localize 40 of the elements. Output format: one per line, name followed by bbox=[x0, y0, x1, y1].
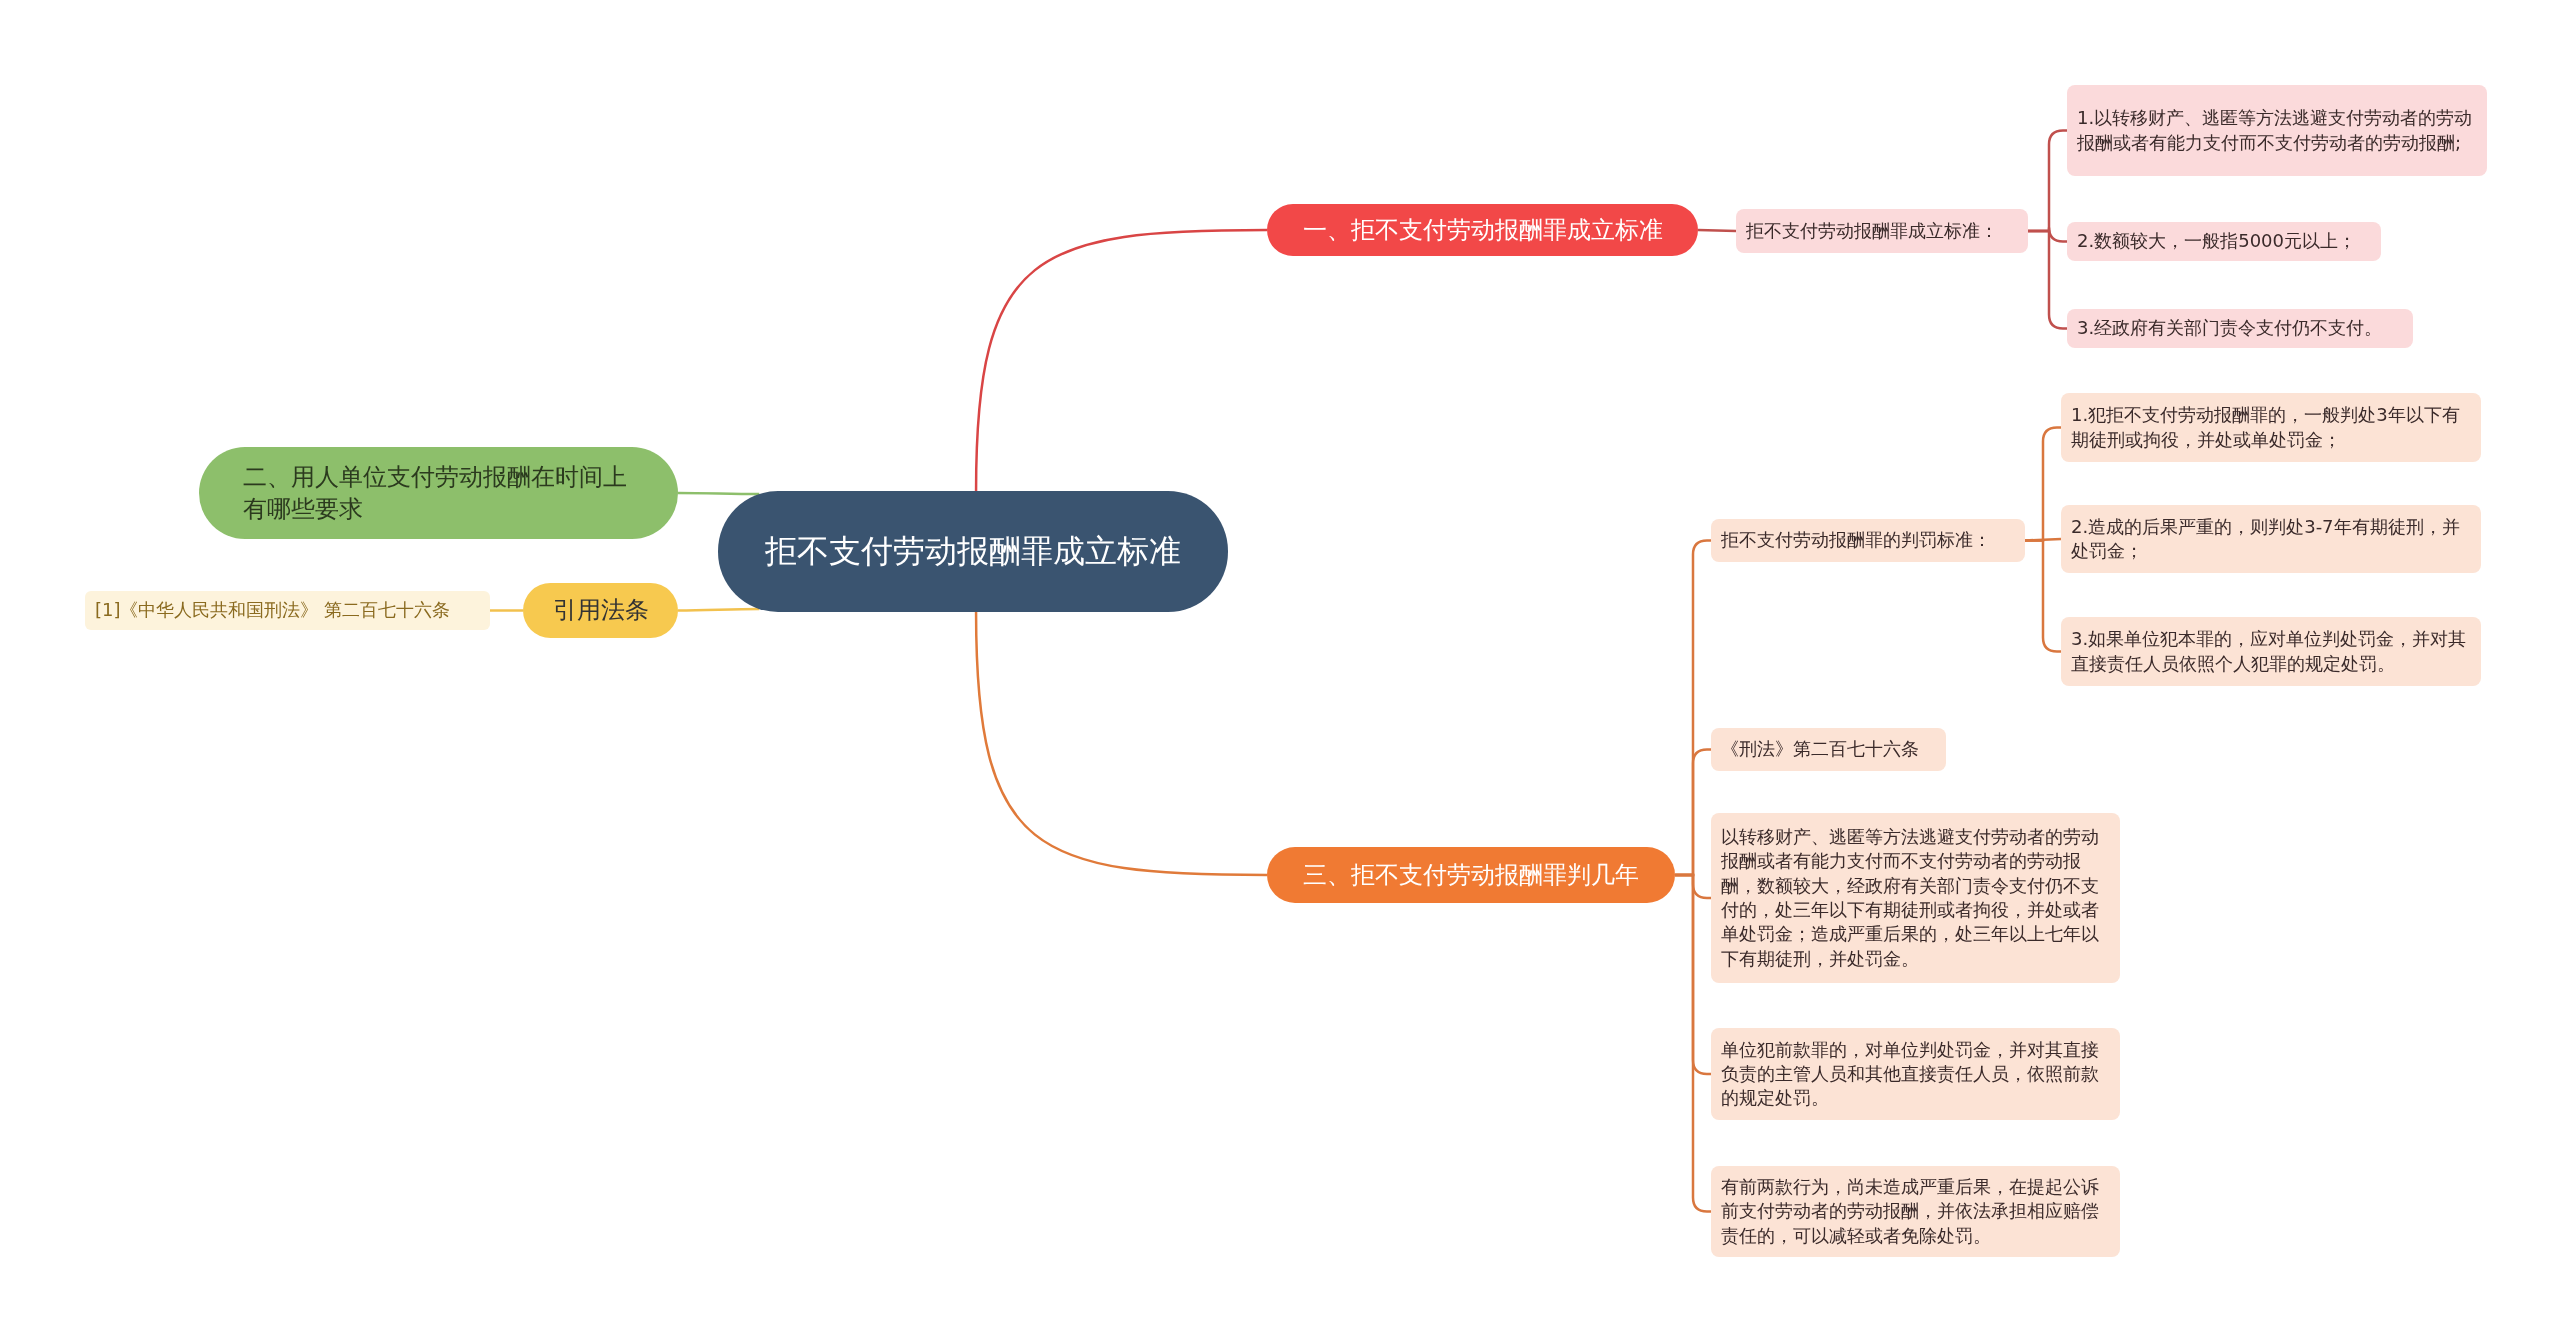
subtopic-text: 3.经政府有关部门责令支付仍不支付。 bbox=[2077, 316, 2383, 341]
subtopic-text: 1.以转移财产、逃匿等方法逃避支付劳动者的劳动报酬或者有能力支付而不支付劳动者的劳动报酬; bbox=[2077, 106, 2474, 155]
topic-text: 引用法条 bbox=[552, 595, 649, 627]
connector bbox=[974, 611, 1267, 877]
subtopic-text: 2.造成的后果严重的，则判处3-7年有期徒刑，并处罚金； bbox=[2071, 514, 2461, 563]
subtopic-text: 有前两款行为，尚未造成严重后果，在提起公诉前支付劳动者的劳动报酬，并依法承担相应赔偿责任的，可以减轻或者免除处罚。 bbox=[1721, 1175, 2100, 1248]
topic-text: 二、用人单位支付劳动报酬在时间上有哪些要求 bbox=[243, 461, 628, 525]
branch-topic bbox=[1267, 847, 1675, 903]
subtopic-box bbox=[1736, 209, 2028, 253]
subtopic-text: 1.犯拒不支付劳动报酬罪的，一般判处3年以下有期徒刑或拘役，并处或单处罚金； bbox=[2071, 403, 2461, 452]
subtopic-box bbox=[2061, 505, 2481, 573]
subtopic-box bbox=[1711, 519, 2025, 562]
subtopic-box bbox=[2061, 617, 2481, 686]
branch-topic bbox=[523, 583, 678, 638]
subtopic-box bbox=[2067, 309, 2413, 348]
subtopic-text: 3.如果单位犯本罪的，应对单位判处罚金，并对其直接责任人员依照个人犯罪的规定处罚。 bbox=[2071, 627, 2468, 676]
subtopic-box bbox=[2067, 85, 2487, 176]
subtopic-text: 单位犯前款罪的，对单位判处罚金，并对其直接负责的主管人员和其他直接责任人员，依照前款的规定处罚。 bbox=[1721, 1037, 2100, 1111]
connector bbox=[490, 609, 523, 612]
subtopic-box bbox=[1711, 813, 2120, 983]
subtopic-box bbox=[1711, 1166, 2120, 1257]
connector bbox=[974, 228, 1267, 492]
topic-text: 三、拒不支付劳动报酬罪判几年 bbox=[1303, 859, 1639, 891]
subtopic-box bbox=[2067, 222, 2381, 261]
subtopic-box bbox=[2061, 393, 2481, 462]
subtopic-text: 拒不支付劳动报酬罪的判罚标准： bbox=[1721, 528, 1991, 553]
subtopic-text: 以转移财产、逃匿等方法逃避支付劳动者的劳动报酬或者有能力支付而不支付劳动者的劳动报酬，数额较大，经政府有关部门责令支付仍不支付的，处三年以下有期徒刑或者拘役，并处或者单处罚金；造成严重后果的，处三年以上七年以下有期徒刑，并处罚金。 bbox=[1721, 825, 2100, 971]
connector bbox=[678, 491, 760, 496]
topic-text: 一、拒不支付劳动报酬罪成立标准 bbox=[1302, 214, 1663, 246]
subtopic-box bbox=[1711, 1028, 2120, 1120]
subtopic-text: 《刑法》第二百七十六条 bbox=[1721, 737, 1919, 762]
connector bbox=[1697, 228, 1737, 233]
subtopic-text: [1]《中华人民共和国刑法》 第二百七十六条 bbox=[95, 598, 451, 623]
subtopic-text: 2.数额较大，一般指5000元以上； bbox=[2077, 229, 2356, 254]
subtopic-box bbox=[1711, 728, 1946, 771]
subtopic-box bbox=[85, 591, 490, 630]
connector bbox=[678, 607, 760, 612]
subtopic-text: 拒不支付劳动报酬罪成立标准： bbox=[1746, 218, 1998, 243]
topic-text: 拒不支付劳动报酬罪成立标准 bbox=[765, 530, 1181, 572]
branch-topic bbox=[1267, 204, 1698, 256]
